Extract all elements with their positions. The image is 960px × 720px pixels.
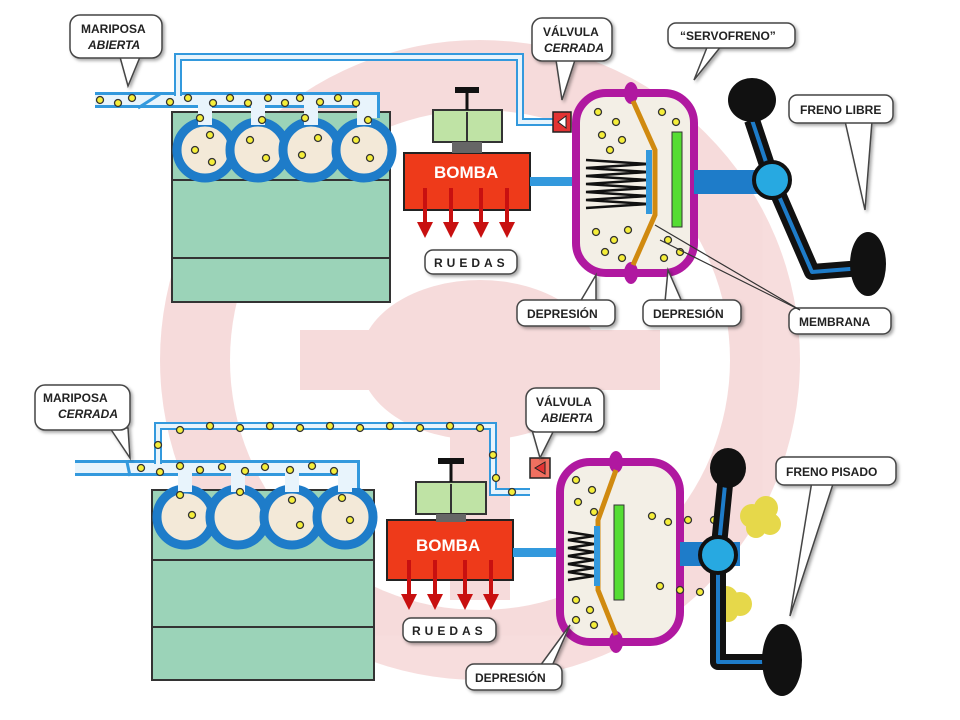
valve-label-line2: ABIERTA <box>540 411 593 425</box>
membrane-label: MEMBRANA <box>799 315 871 329</box>
servo-particles <box>591 107 685 263</box>
brake-pressed-label: FRENO PISADO <box>786 465 877 479</box>
throttle-label-line1: MARIPOSA <box>81 22 146 36</box>
depression-label-left: DEPRESIÓN <box>527 306 598 321</box>
spring <box>585 158 649 210</box>
wheels-label-top: RUEDAS <box>434 256 509 270</box>
down-arrow-icon <box>417 188 515 238</box>
depression-label-bottom: DEPRESIÓN <box>475 670 546 685</box>
servo-label: “SERVOFRENO” <box>680 29 776 43</box>
callout-brake-pressed <box>775 456 897 617</box>
membrane <box>630 99 658 267</box>
brake-pedal-icon <box>698 448 802 696</box>
callout-wheels-top <box>424 249 518 275</box>
callout-wheels-bottom <box>402 617 497 643</box>
bottom-diagram: BOMBA <box>75 421 802 696</box>
callout-valve-top <box>531 17 613 101</box>
valve-label-line1: VÁLVULA <box>543 24 599 39</box>
brake-free-label: FRENO LIBRE <box>800 103 881 117</box>
callout-throttle-top <box>69 14 163 89</box>
brake-pedal-icon <box>728 78 886 296</box>
throttle-label-line2: CERRADA <box>58 407 118 421</box>
air-particles <box>95 93 375 167</box>
callout-brake-free <box>788 94 894 211</box>
callout-depression-bottom <box>465 624 571 691</box>
callout-depression-right <box>642 267 742 327</box>
depression-label-right: DEPRESIÓN <box>653 306 724 321</box>
throttle-label-line1: MARIPOSA <box>43 391 108 405</box>
wheels-label-bottom: RUEDAS <box>412 624 487 638</box>
pump-label: BOMBA <box>434 163 498 182</box>
top-diagram: BOMBA <box>95 53 886 303</box>
valve-label-line1: VÁLVULA <box>536 394 592 409</box>
callout-depression-left <box>516 272 616 327</box>
callout-servo <box>667 22 796 81</box>
throttle-butterfly <box>125 461 132 477</box>
throttle-butterfly <box>137 92 161 110</box>
pump-label: BOMBA <box>416 536 480 555</box>
spring <box>567 530 595 582</box>
valve-label-line2: CERRADA <box>544 41 604 55</box>
cylinders <box>152 484 378 550</box>
callout-valve-bottom <box>525 387 605 461</box>
callout-throttle-bottom <box>34 384 131 461</box>
callout-membrane <box>788 307 892 335</box>
air-particles <box>136 421 517 530</box>
down-arrow-icon <box>401 560 499 610</box>
throttle-label-line2: ABIERTA <box>87 38 140 52</box>
